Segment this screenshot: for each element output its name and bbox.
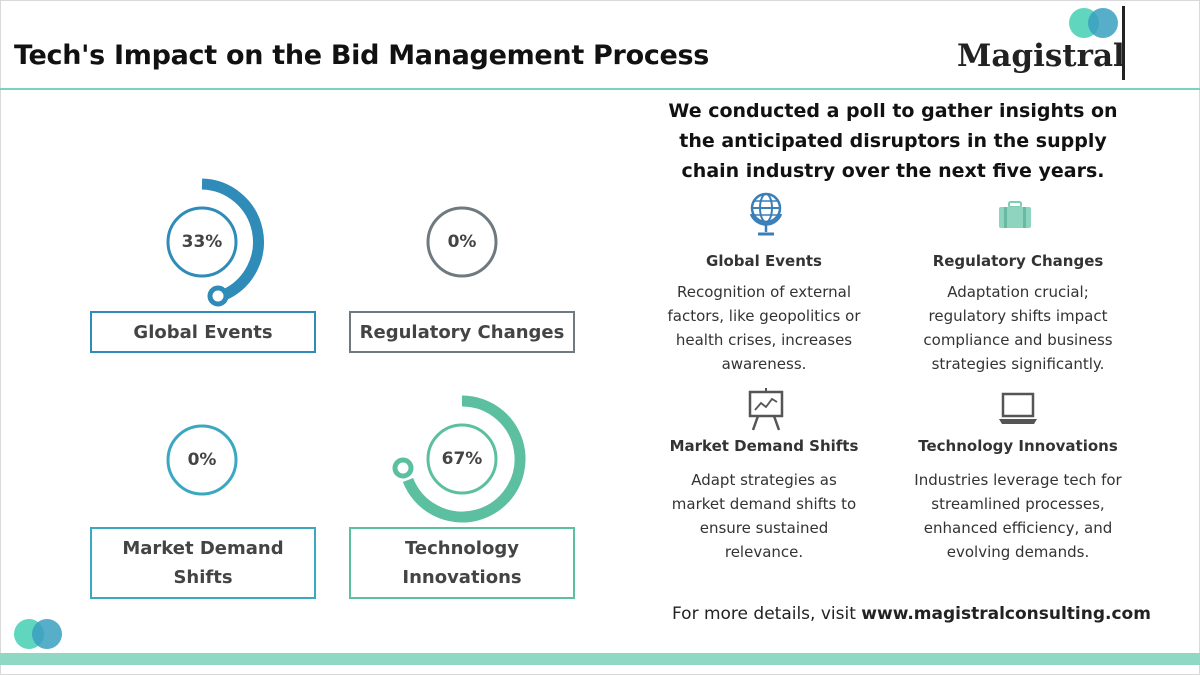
logo-divider <box>1122 6 1125 80</box>
footer-url-link[interactable]: www.magistralconsulting.com <box>861 604 1151 624</box>
header-divider <box>0 88 1200 90</box>
intro-text: We conducted a poll to gather insights o… <box>668 100 1118 182</box>
brand-logo: Magistral <box>957 38 1125 74</box>
briefcase-icon <box>999 201 1031 228</box>
poll-dial-regulatory-changes: 0% <box>426 206 498 278</box>
ring-gauge-icon <box>166 424 238 496</box>
poll-dial-market-demand-shifts: 0% <box>166 424 238 496</box>
poll-label: Regulatory Changes <box>359 321 565 343</box>
poll-card-market-demand-shifts: Market Demand Shifts <box>90 527 316 599</box>
poll-dial-global-events: 33% <box>162 178 270 308</box>
ring-gauge-icon <box>166 178 264 307</box>
logo-dots-icon <box>1069 8 1118 38</box>
footer-dots-icon <box>14 619 62 649</box>
detail-title: Market Demand Shifts <box>669 437 859 455</box>
detail-title: Regulatory Changes <box>932 252 1104 270</box>
poll-label: Global Events <box>133 321 273 343</box>
detail-text: Recognition of external factors, like ge… <box>667 283 861 373</box>
detail-text: Industries leverage tech for streamlined… <box>914 471 1122 561</box>
footer-prefix: For more details, visit <box>672 604 862 624</box>
poll-card-technology-innovations: Technology Innovations <box>349 527 575 599</box>
detail-title: Technology Innovations <box>918 437 1118 455</box>
chart-board-icon <box>748 388 784 431</box>
detail-text: Adaptation crucial; regulatory shifts im… <box>923 283 1113 373</box>
detail-title: Global Events <box>706 252 822 270</box>
poll-label: Technology Innovations <box>402 538 522 588</box>
poll-value: 0% <box>447 232 477 252</box>
globe-icon <box>749 192 783 236</box>
footer-note: For more details, visit www.magistralcon… <box>672 604 1151 624</box>
poll-card-global-events: Global Events <box>90 311 316 353</box>
poll-dial-technology-innovations: 67% <box>388 395 528 525</box>
poll-card-regulatory-changes: Regulatory Changes <box>349 311 575 353</box>
poll-value: 0% <box>187 450 217 470</box>
poll-value: 33% <box>181 232 223 252</box>
laptop-icon <box>999 392 1037 424</box>
poll-value: 67% <box>441 449 483 469</box>
detail-text: Adapt strategies as market demand shifts… <box>671 471 857 561</box>
page-title: Tech's Impact on the Bid Management Proc… <box>14 40 710 71</box>
ring-gauge-icon <box>392 395 526 523</box>
poll-label: Market Demand Shifts <box>122 538 284 588</box>
footer-divider <box>0 653 1200 665</box>
ring-gauge-icon <box>426 206 498 278</box>
